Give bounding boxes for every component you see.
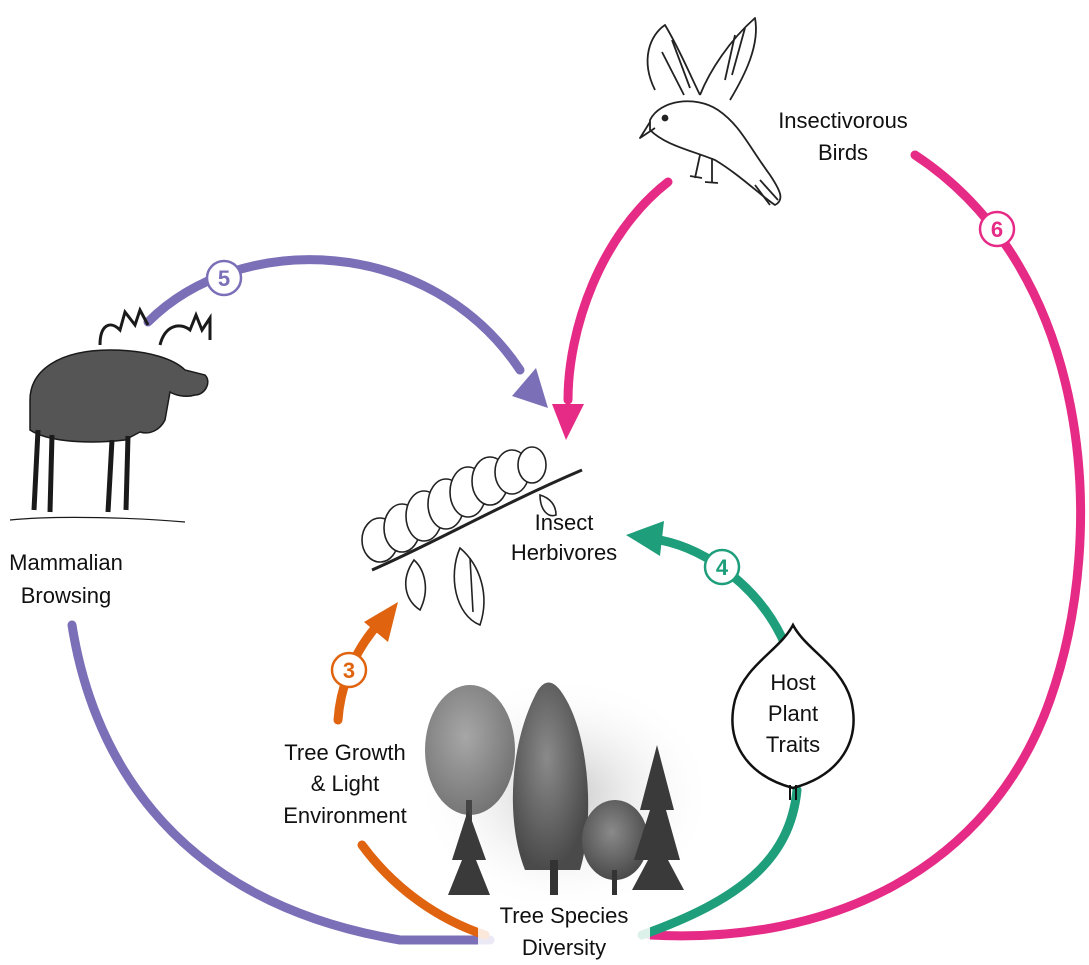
label-mammalian-browsing: Mammalian Browsing	[9, 550, 123, 608]
label-insect-herbivores: Insect Herbivores	[511, 510, 617, 565]
pathway-6-inner-arc	[568, 182, 668, 400]
label-diversity-line2: Diversity	[522, 935, 606, 960]
label-growth-line1: Tree Growth	[284, 740, 405, 765]
label-insect-line2: Herbivores	[511, 540, 617, 565]
pathway-5-arc	[148, 260, 520, 370]
label-tree-growth: Tree Growth & Light Environment	[283, 740, 407, 828]
label-insectivorous-birds: Insectivorous Birds	[778, 108, 908, 165]
label-mammal-line2: Browsing	[21, 583, 111, 608]
label-host-plant-traits: Host Plant Traits	[766, 670, 820, 757]
pathway-4-arrowhead	[626, 521, 664, 556]
label-tree-species-diversity: Tree Species Diversity	[478, 900, 650, 962]
pathway-5-arrowhead	[512, 368, 548, 408]
label-mammal-line1: Mammalian	[9, 550, 123, 575]
moose-illustration	[10, 310, 210, 522]
label-diversity-line1: Tree Species	[500, 903, 629, 928]
label-growth-line3: Environment	[283, 803, 407, 828]
label-traits-line3: Traits	[766, 732, 820, 757]
pathway-5-number: 5	[218, 266, 230, 291]
pathway-3-number: 3	[343, 658, 355, 683]
label-growth-line2: & Light	[311, 771, 380, 796]
pathway-6-outer-arc	[650, 155, 1081, 936]
label-traits-line2: Plant	[768, 701, 818, 726]
pathway-6-arrowhead	[552, 404, 584, 440]
pathway-6-number: 6	[991, 217, 1003, 242]
label-birds-line1: Insectivorous	[778, 108, 908, 133]
caterpillar-illustration	[362, 447, 582, 625]
label-traits-line1: Host	[770, 670, 815, 695]
bird-illustration	[640, 18, 780, 205]
pathway-4-number: 4	[716, 555, 729, 580]
trees-illustration	[415, 675, 715, 915]
label-birds-line2: Birds	[818, 140, 868, 165]
label-insect-line1: Insect	[535, 510, 594, 535]
